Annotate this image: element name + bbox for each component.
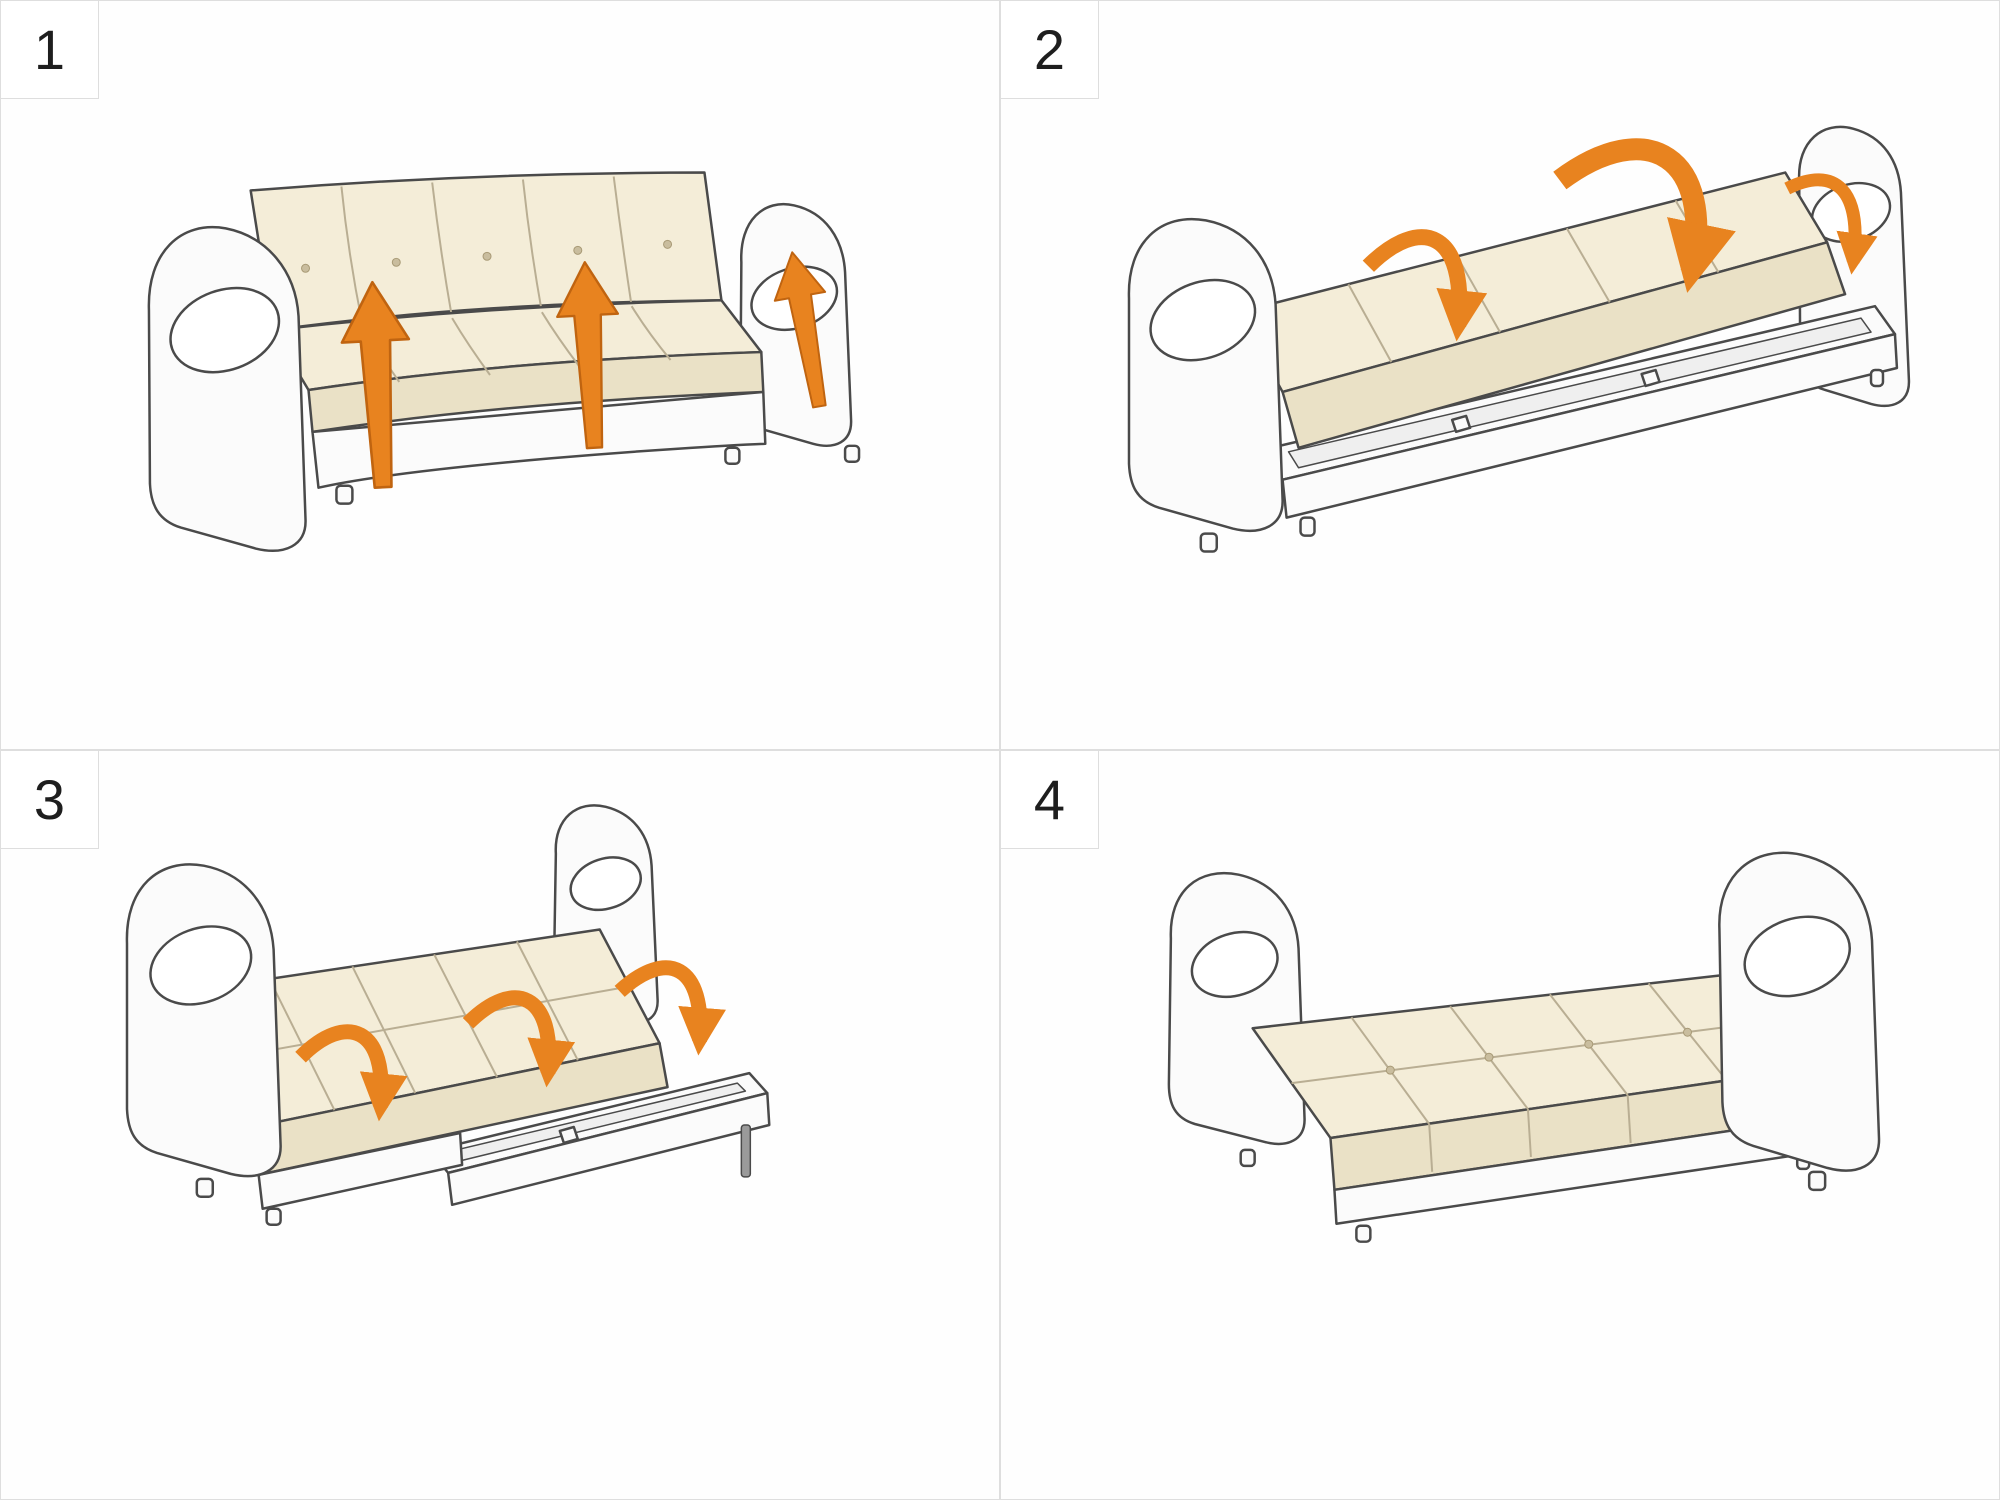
step-number-label: 3 <box>33 768 66 831</box>
step-panel-4: 4 <box>1001 751 1999 1499</box>
fold-arrow-icon <box>1784 173 1878 275</box>
fold-arrow-icon <box>462 990 576 1088</box>
step-number-label: 1 <box>33 18 66 81</box>
step-panel-2: 2 <box>1001 1 1999 749</box>
step-panel-1: 1 <box>1 1 999 749</box>
sofa-bed-flat-illustration <box>1167 851 1881 1243</box>
step-number-3: 3 <box>1 751 99 849</box>
step-number-label: 2 <box>1033 18 1066 81</box>
sofa-base <box>311 390 861 505</box>
fold-arrow-icon <box>1362 229 1488 342</box>
sofa-closed-illustration <box>147 171 861 552</box>
fold-arrow-icon <box>295 1024 408 1122</box>
sofa-step1 <box>147 171 861 552</box>
left-armrest <box>147 226 307 552</box>
fold-arrow-icon <box>1553 138 1736 293</box>
step-panel-3: 3 <box>1 751 999 1499</box>
sofa-step4 <box>1167 851 1881 1243</box>
left-armrest <box>1127 217 1284 553</box>
fold-arrow-icon <box>614 960 726 1056</box>
step-number-2: 2 <box>1001 1 1099 99</box>
step-number-4: 4 <box>1001 751 1099 849</box>
open-base-frame <box>428 1071 771 1207</box>
left-armrest <box>125 863 282 1199</box>
right-armrest <box>1718 851 1881 1192</box>
step-number-label: 4 <box>1033 768 1066 831</box>
sofa-folding-forward-illustration <box>1127 125 1911 553</box>
fold-arrows <box>1362 138 1878 342</box>
left-armrest <box>1167 872 1306 1168</box>
sofa-step3 <box>125 804 771 1226</box>
sofa-unfolding-illustration <box>125 804 771 1226</box>
open-base-frame <box>1261 304 1899 537</box>
fold-arrows <box>295 960 726 1122</box>
step-number-1: 1 <box>1 1 99 99</box>
flat-mattress <box>1251 971 1831 1192</box>
sofa-step2 <box>1127 125 1911 553</box>
